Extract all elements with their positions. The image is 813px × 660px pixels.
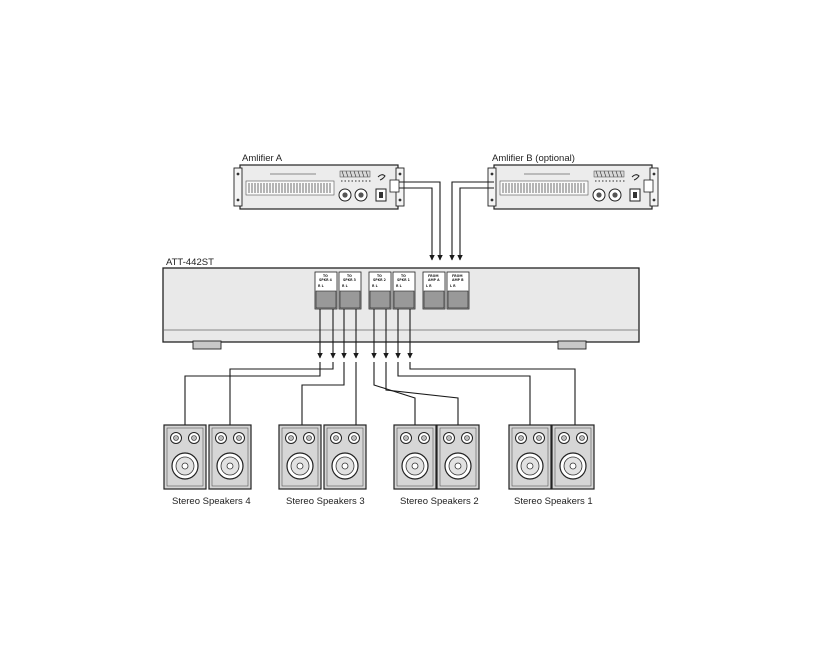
terminal-pin-labels: L R	[426, 284, 432, 288]
terminal-block-amp-a: FROM AMP A L R	[422, 271, 446, 310]
stereo-speakers-4: Stereo Speakers 4	[163, 424, 252, 507]
terminal-bottom-label: AMP A	[428, 278, 440, 282]
terminal-pin-labels: R L	[396, 284, 402, 288]
amp-input-wiring	[399, 181, 494, 261]
terminal-top-label: TO	[347, 274, 352, 278]
terminal-top-label: FROM	[452, 274, 463, 278]
terminal-pin-labels: R L	[318, 284, 324, 288]
amplifier-a: Amlifier A	[233, 153, 405, 210]
speaker-group-label: Stereo Speakers 3	[286, 496, 365, 507]
terminal-bottom-label: SPKR 2	[373, 278, 386, 282]
terminal-top-label: TO	[401, 274, 406, 278]
amplifier-b-label: Amlifier B (optional)	[492, 153, 575, 164]
attenuator-foot-left	[192, 340, 222, 350]
speaker-group-label: Stereo Speakers 2	[400, 496, 479, 507]
terminal-bottom-label: SPKR 1	[397, 278, 410, 282]
terminal-block-spkr-3: TO SPKR 3 R L	[338, 271, 362, 310]
terminal-block-spkr-2: TO SPKR 2 R L	[368, 271, 392, 310]
attenuator-foot-right	[557, 340, 587, 350]
amplifier-a-label: Amlifier A	[242, 153, 283, 164]
speaker-group-label: Stereo Speakers 4	[172, 496, 251, 507]
terminal-top-label: FROM	[428, 274, 439, 278]
stereo-speakers-3: Stereo Speakers 3	[278, 424, 367, 507]
terminal-block-amp-b: FROM AMP B L R	[446, 271, 470, 310]
terminal-pin-labels: L R	[450, 284, 456, 288]
terminal-top-label: TO	[377, 274, 382, 278]
terminal-block-spkr-1: TO SPKR 1 R L	[392, 271, 416, 310]
terminal-pin-labels: R L	[342, 284, 348, 288]
terminal-block-spkr-4: TO SPKR 4 R L	[314, 271, 338, 310]
terminal-bottom-label: AMP B	[452, 278, 464, 282]
speaker-group-label: Stereo Speakers 1	[514, 496, 593, 507]
terminal-top-label: TO	[323, 274, 328, 278]
terminal-bottom-label: SPKR 4	[319, 278, 333, 282]
amplifier-b: Amlifier B (optional)	[487, 153, 659, 210]
speaker-output-wiring	[184, 309, 576, 425]
attenuator-label: ATT-442ST	[166, 257, 214, 268]
stereo-speakers-1: Stereo Speakers 1	[508, 424, 595, 507]
terminal-pin-labels: R L	[372, 284, 378, 288]
terminal-bottom-label: SPKR 3	[343, 278, 356, 282]
stereo-speakers-2: Stereo Speakers 2	[393, 424, 480, 507]
attenuator-unit: ATT-442ST TO SPKR 4 R L TO SPKR 3 R L TO…	[162, 257, 640, 350]
